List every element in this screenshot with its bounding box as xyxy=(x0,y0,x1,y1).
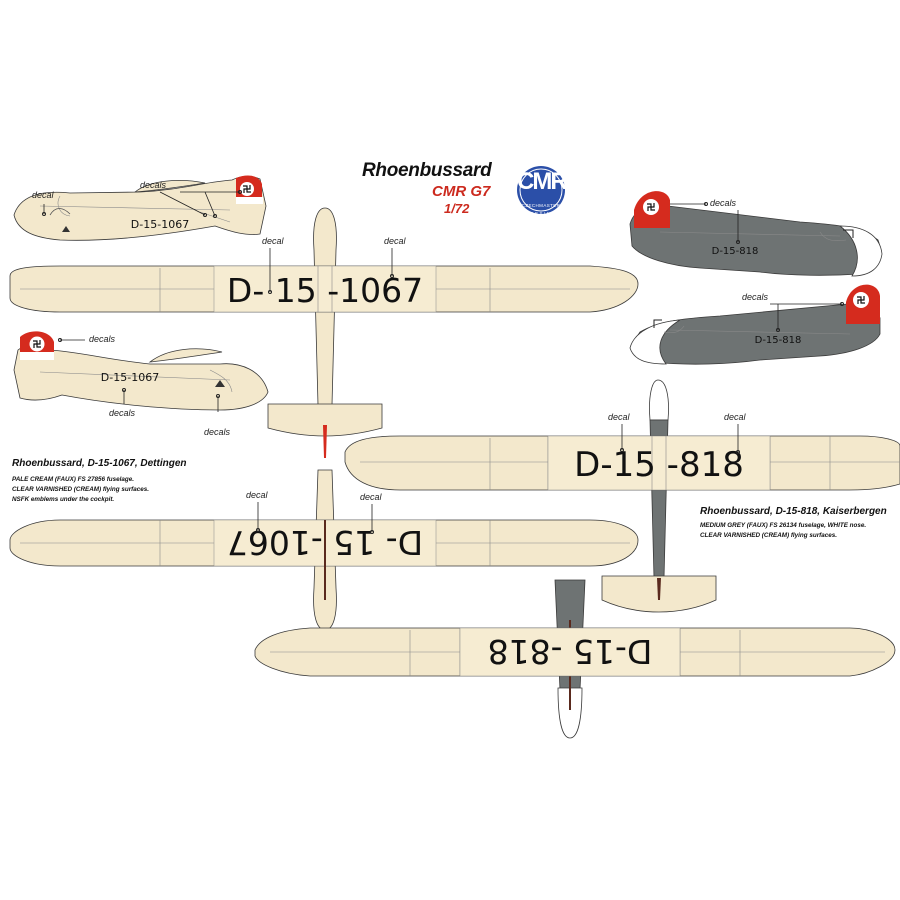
scheme-a-line-1: PALE CREAM (FAUX) FS 27856 fuselage. xyxy=(12,476,135,483)
top-view-b: D-15 -818 xyxy=(344,379,900,613)
callout-decal-a-wing-right: decal xyxy=(384,236,406,246)
fuselage-registration-b1: D-15-818 xyxy=(712,246,759,257)
logo-subtext-2: RESIN xyxy=(530,211,552,216)
callout-decals-a2-side: decals xyxy=(109,408,136,418)
fuselage-registration-b2: D-15-818 xyxy=(755,335,802,346)
wing-registration-a-lower: D- 15 -1067 xyxy=(227,523,423,562)
logo-lettering: CMR xyxy=(517,168,568,195)
side-view-a1 xyxy=(13,175,267,241)
callout-decal-a-wing-left: decal xyxy=(262,236,284,246)
callout-decals-b2: decals xyxy=(742,292,769,302)
callout-decals-a2-tail: decals xyxy=(89,334,116,344)
kit-title: Rhoenbussard xyxy=(362,160,492,181)
cmr-logo xyxy=(517,166,565,214)
top-view-a: D- 15 -1067 xyxy=(9,207,639,458)
scheme-a-line-3: NSFK emblems under the cockpit. xyxy=(12,496,115,503)
fuselage-registration-a2: D-15-1067 xyxy=(101,371,159,384)
side-view-a2 xyxy=(13,331,269,411)
callout-decal-a1: decal xyxy=(32,190,54,200)
side-view-b1 xyxy=(629,191,883,277)
callout-decal-b-wing-left: decal xyxy=(608,412,630,422)
scheme-b-line-2: CLEAR VARNISHED (CREAM) flying surfaces. xyxy=(700,532,838,539)
underside-view-b: D-15 -818 xyxy=(254,579,896,739)
scheme-a-title: Rhoenbussard, D-15-1067, Dettingen xyxy=(12,458,187,469)
product-code: CMR G7 xyxy=(432,183,491,200)
wing-registration-b-upper: D-15 -818 xyxy=(574,445,744,485)
fuselage-registration-a1: D-15-1067 xyxy=(131,218,189,231)
wing-registration-b-lower: D-15 -818 xyxy=(488,632,653,671)
scheme-b-title: Rhoenbussard, D-15-818, Kaiserbergen xyxy=(700,506,887,517)
wing-registration-a-upper: D- 15 -1067 xyxy=(227,271,423,310)
scheme-a-line-2: CLEAR VARNISHED (CREAM) flying surfaces. xyxy=(12,486,150,493)
callout-decals-a2-emblem: decals xyxy=(204,427,231,437)
callout-decal-b-wing-right: decal xyxy=(724,412,746,422)
logo-subtext: CZECHMASTER xyxy=(521,203,561,208)
scheme-b-line-1: MEDIUM GREY (FAUX) FS 26134 fuselage, WH… xyxy=(700,522,867,529)
kit-scale: 1/72 xyxy=(444,201,470,216)
underside-view-a: D- 15 -1067 xyxy=(9,469,639,631)
callout-decal-a-under-right: decal xyxy=(360,492,382,502)
callout-decal-a-under-left: decal xyxy=(246,490,268,500)
callout-decals-b1: decals xyxy=(710,198,737,208)
side-view-b2 xyxy=(629,284,881,365)
leader-lines xyxy=(42,190,844,534)
callout-decals-a1: decals xyxy=(140,180,167,190)
